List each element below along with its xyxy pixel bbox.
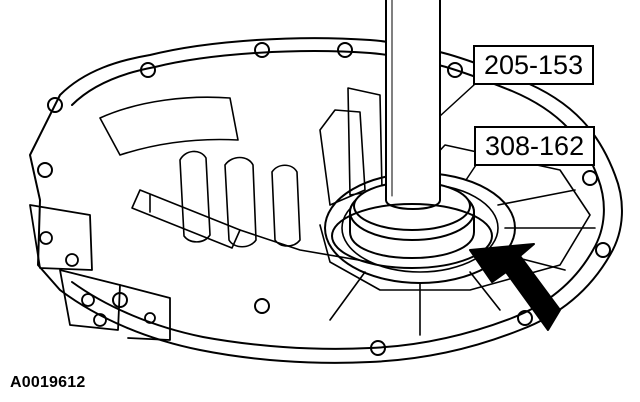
- seal-lip: [331, 203, 493, 269]
- callout-tool-label-2: 308-162: [474, 126, 596, 166]
- case-internal-ribs: [99, 87, 383, 263]
- flange-bolt-holes: [37, 42, 611, 356]
- housing-flange-outline: [29, 37, 623, 364]
- callout-leader-1: [439, 83, 476, 117]
- callout-tool-label-1: 205-153: [473, 45, 595, 85]
- seal-installer-tool: [349, 181, 475, 259]
- tool-handle-shaft: [385, 0, 441, 210]
- pointer-arrow: [469, 243, 561, 331]
- figure-id-label: A0019612: [10, 374, 86, 391]
- left-mounting-bosses: [29, 204, 171, 341]
